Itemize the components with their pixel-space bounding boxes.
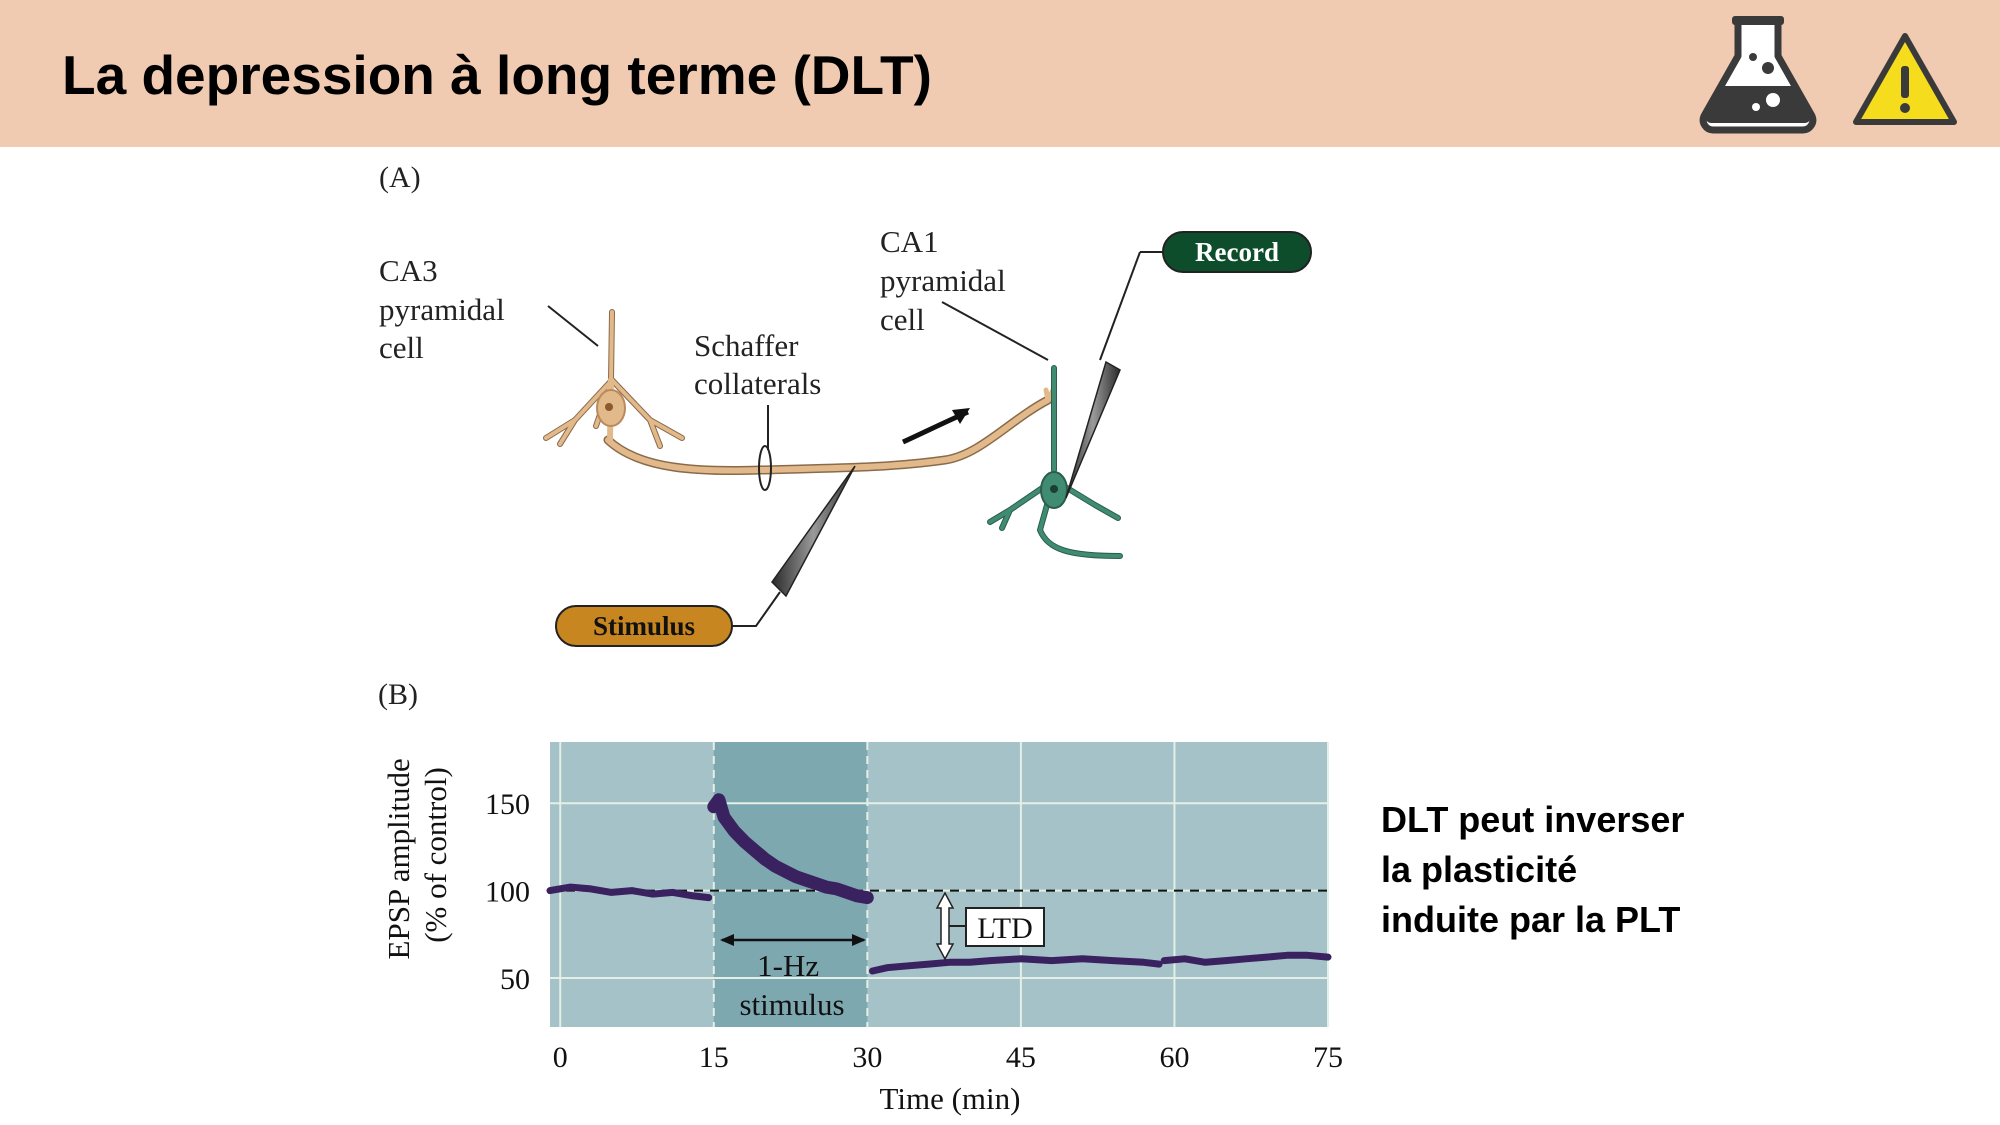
y-axis-label-line: EPSP amplitude (381, 758, 416, 959)
stimulus-electrode (771, 465, 856, 598)
stimulus-wire (732, 591, 781, 627)
ca1-label: CA1 pyramidal cell (880, 224, 1013, 337)
side-note-line: DLT peut inverser (1381, 799, 1685, 840)
ca3-label: CA3 pyramidal cell (379, 253, 512, 365)
panel-a-label: (A) (379, 161, 421, 194)
slide-header: La depression à long terme (DLT) (0, 0, 2000, 147)
ca3-label-line: pyramidal (379, 292, 505, 327)
tick-labels: 0 15 30 45 60 75 50 100 150 (485, 788, 1343, 1074)
ca3-pointer-line (547, 305, 599, 347)
x-axis-label: Time (min) (880, 1081, 1021, 1116)
side-note-line: induite par la PLT (1381, 899, 1681, 940)
trace-segment (869, 955, 1163, 975)
x-tick-label: 45 (1006, 1041, 1036, 1074)
x-tick-label: 0 (553, 1041, 568, 1074)
record-wire (1099, 251, 1141, 361)
ca3-label-line: cell (379, 330, 424, 365)
ca1-pointer-line (941, 301, 1049, 361)
y-tick-label: 100 (485, 876, 530, 909)
x-tick-label: 15 (699, 1041, 729, 1074)
epsp-trace (546, 793, 1332, 975)
x-tick-label: 30 (852, 1041, 882, 1074)
ca3-label-line: CA3 (379, 253, 438, 288)
x-tick-label: 75 (1313, 1041, 1343, 1074)
y-tick-label: 150 (485, 788, 530, 821)
stimulus-band (713, 742, 868, 1027)
side-note: DLT peut inverser la plasticité induite … (1381, 795, 1761, 945)
record-badge: Record (1162, 231, 1312, 273)
flask-icon (1699, 16, 1817, 134)
ca3-neuron (543, 309, 1057, 476)
trace-segment (546, 883, 713, 902)
ca1-label-line: pyramidal (880, 263, 1006, 298)
stimulus-badge: Stimulus (555, 605, 733, 647)
chart-plot: 0 15 30 45 60 75 50 100 150 1-Hz stimulus LTD (485, 742, 1343, 1074)
ca1-label-line: cell (880, 302, 925, 337)
ltd-label: LTD (977, 912, 1033, 945)
panel-a: (A) CA3 pyramidal cell CA1 pyramidal cel… (379, 161, 1312, 647)
schaffer-label: Schaffer collaterals (694, 328, 821, 401)
stim-label-line: 1-Hz (757, 948, 819, 983)
ltd-annotation: LTD (935, 891, 1045, 961)
trace-segment (1160, 951, 1332, 966)
panel-b-label: (B) (378, 678, 418, 711)
ca1-label-line: CA1 (880, 224, 939, 259)
schaffer-label-line: Schaffer (694, 328, 799, 363)
stimulus-label: Stimulus (593, 611, 695, 641)
record-label: Record (1195, 237, 1279, 267)
y-axis-label: EPSP amplitude (% of control) (381, 751, 453, 960)
y-axis-label-line: (% of control) (418, 767, 453, 943)
slide-title: La depression à long terme (DLT) (62, 44, 932, 106)
trace-segment (707, 793, 874, 905)
record-electrode (1065, 360, 1121, 499)
side-note-line: la plasticité (1381, 849, 1578, 890)
stim-label: 1-Hz stimulus (739, 948, 844, 1022)
ca1-neuron (987, 365, 1123, 559)
warning-triangle-icon (1853, 33, 1957, 125)
panel-b: (B) 0 15 30 45 60 75 50 100 150 1-Hz stimulus (378, 678, 1343, 1116)
plot-background (550, 742, 1328, 1027)
schaffer-marker-ellipse (758, 445, 772, 491)
stimulus-duration-annotation: 1-Hz stimulus (720, 934, 866, 1022)
y-tick-label: 50 (500, 963, 530, 996)
stim-label-line: stimulus (739, 987, 844, 1022)
x-tick-label: 60 (1159, 1041, 1189, 1074)
schaffer-label-line: collaterals (694, 366, 821, 401)
